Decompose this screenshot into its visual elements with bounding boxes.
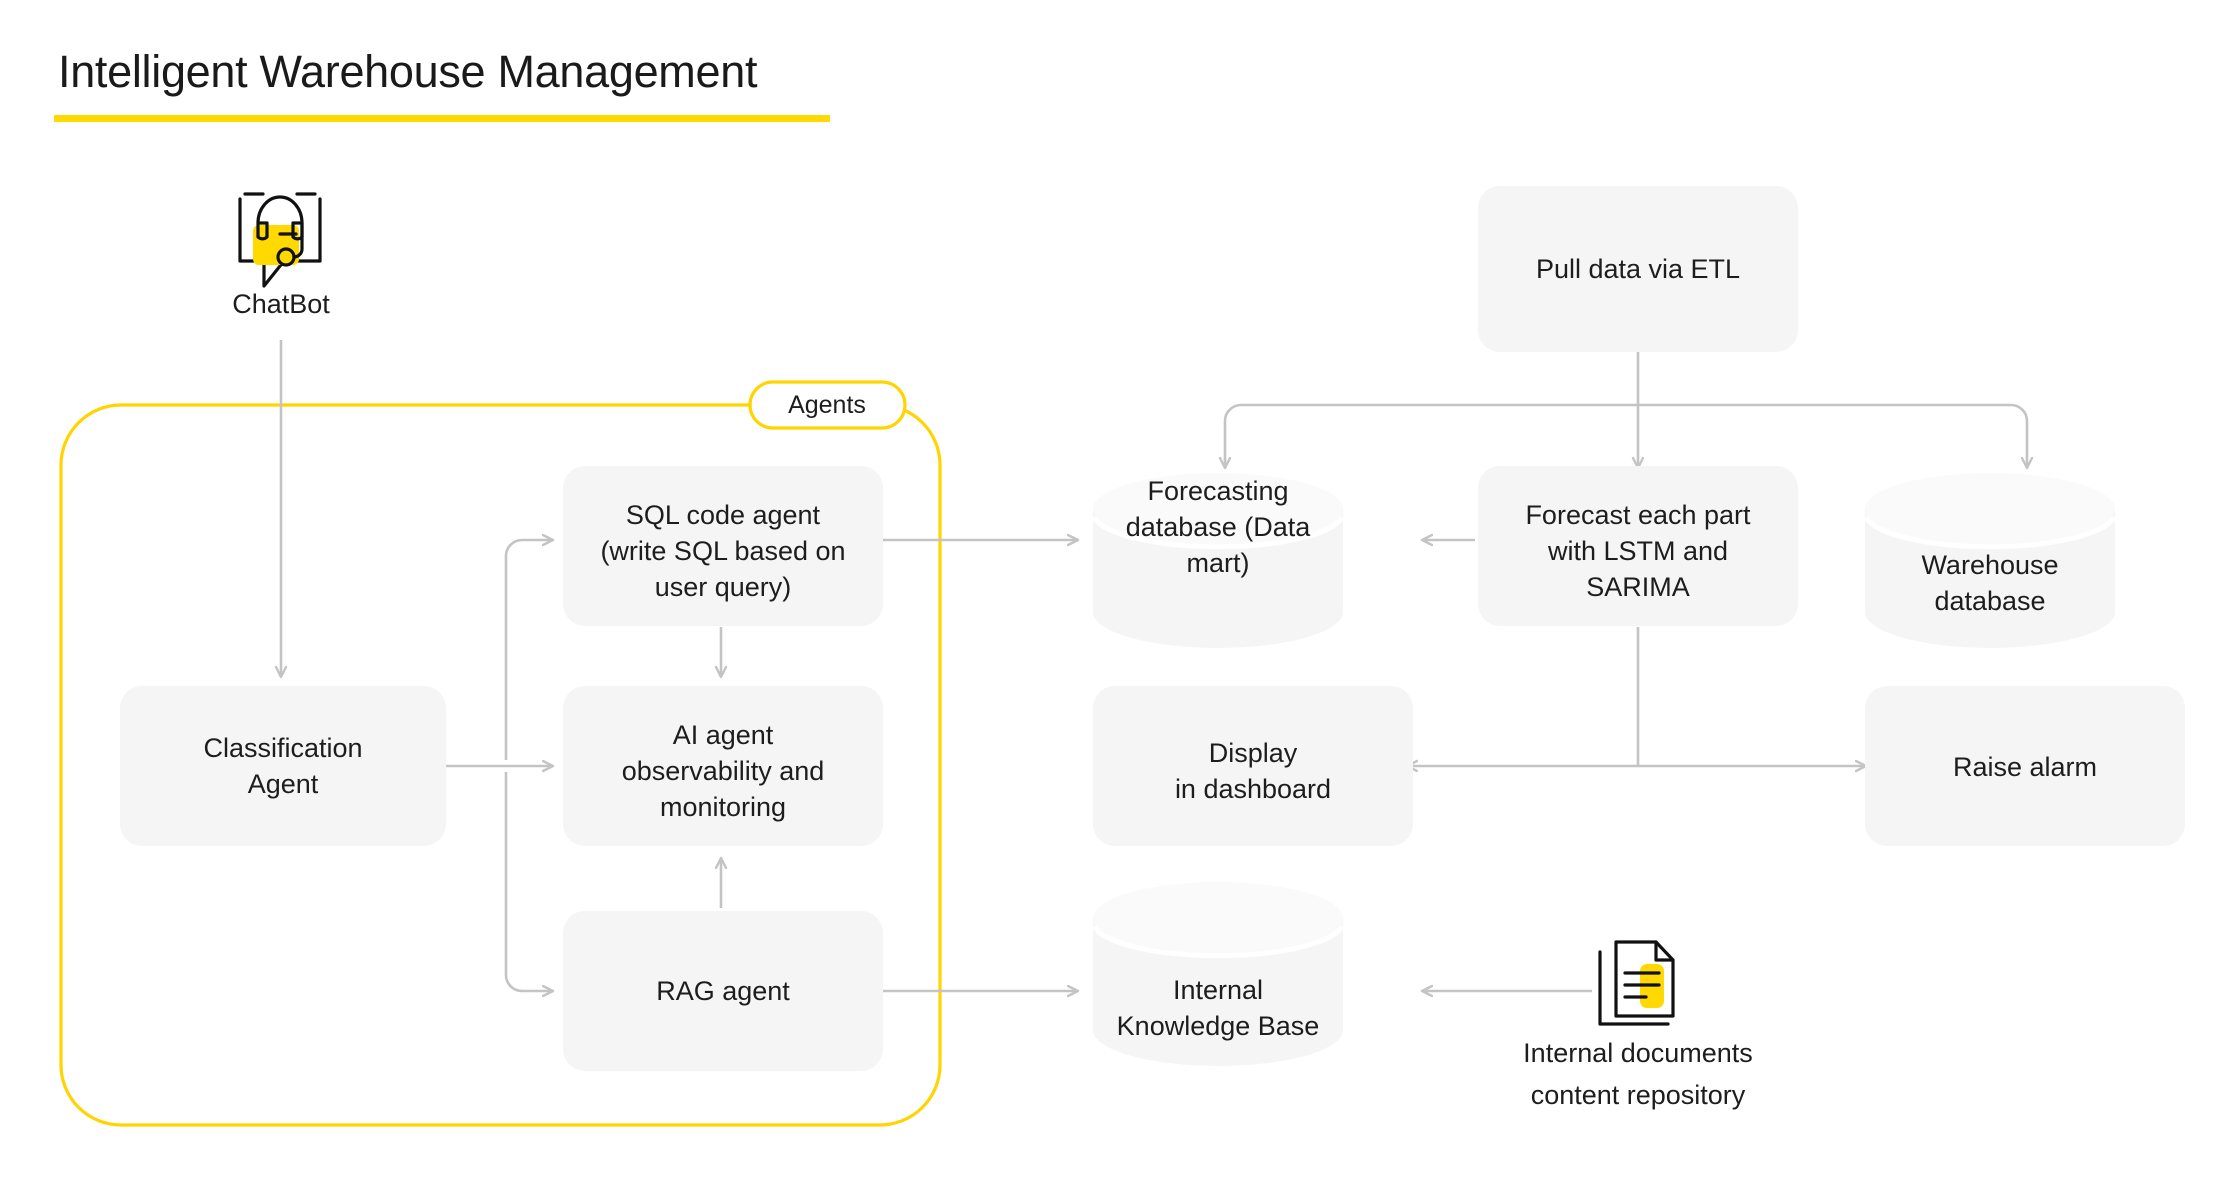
edge-classification-to-sql-agent <box>504 540 553 760</box>
node-forecast-models-line-2: with LSTM and <box>1547 536 1728 566</box>
agents-group-badge-label: Agents <box>788 391 866 419</box>
node-internal-knowledge-base-line-2: Knowledge Base <box>1117 1011 1320 1041</box>
document-repository-icon <box>1598 940 1675 1026</box>
node-forecasting-database-line-3: mart) <box>1187 548 1250 578</box>
node-forecasting-database[interactable]: Forecasting database (Data mart) <box>1091 473 1345 648</box>
chatbot-headset-icon <box>238 192 322 288</box>
edge-etl-bus-left <box>1225 403 1638 468</box>
node-sql-code-agent[interactable]: SQL code agent (write SQL based on user … <box>563 466 883 626</box>
node-raise-alarm-line-1: Raise alarm <box>1953 752 2097 782</box>
edge-etl-bus-right <box>1638 403 2027 468</box>
node-ai-agent-observability[interactable]: AI agent observability and monitoring <box>563 686 883 846</box>
node-sql-code-agent-line-2: (write SQL based on <box>600 536 845 566</box>
node-forecasting-database-line-1: Forecasting <box>1147 476 1288 506</box>
node-forecast-models-line-3: SARIMA <box>1586 572 1690 602</box>
node-classification-agent-line-1: Classification <box>203 733 362 763</box>
node-internal-knowledge-base[interactable]: Internal Knowledge Base <box>1091 882 1345 1066</box>
node-display-in-dashboard-line-2: in dashboard <box>1175 774 1331 804</box>
title-underline-accent <box>54 115 830 122</box>
agents-group-badge <box>748 380 907 430</box>
node-classification-agent-line-2: Agent <box>248 769 319 799</box>
edge-classification-to-rag-agent <box>504 772 553 991</box>
node-rag-agent[interactable]: RAG agent <box>563 911 883 1071</box>
node-display-in-dashboard-line-1: Display <box>1209 738 1298 768</box>
node-pull-data-via-etl[interactable]: Pull data via ETL <box>1478 186 1798 352</box>
node-warehouse-database[interactable]: Warehouse database <box>1863 473 2117 648</box>
node-ai-agent-observability-line-2: observability and <box>622 756 825 786</box>
node-sql-code-agent-line-3: user query) <box>655 572 792 602</box>
node-raise-alarm[interactable]: Raise alarm <box>1865 686 2185 846</box>
node-forecasting-database-line-2: database (Data <box>1126 512 1312 542</box>
node-internal-knowledge-base-line-1: Internal <box>1173 975 1263 1005</box>
node-display-in-dashboard[interactable]: Display in dashboard <box>1093 686 1413 846</box>
node-classification-agent[interactable]: Classification Agent <box>120 686 446 846</box>
node-warehouse-database-line-2: database <box>1934 586 2045 616</box>
node-ai-agent-observability-line-3: monitoring <box>660 792 786 822</box>
agents-group-border <box>59 403 942 1127</box>
node-rag-agent-line-1: RAG agent <box>656 976 790 1006</box>
documents-caption-line-1: Internal documents <box>1523 1038 1753 1068</box>
chatbot-caption: ChatBot <box>232 289 330 319</box>
node-warehouse-database-line-1: Warehouse <box>1921 550 2058 580</box>
page-title: Intelligent Warehouse Management <box>58 46 758 97</box>
node-forecast-models[interactable]: Forecast each part with LSTM and SARIMA <box>1478 466 1798 626</box>
node-sql-code-agent-line-1: SQL code agent <box>626 500 821 530</box>
node-pull-data-via-etl-line-1: Pull data via ETL <box>1536 254 1740 284</box>
node-ai-agent-observability-line-1: AI agent <box>673 720 774 750</box>
documents-caption-line-2: content repository <box>1531 1080 1746 1110</box>
node-forecast-models-line-1: Forecast each part <box>1525 500 1751 530</box>
